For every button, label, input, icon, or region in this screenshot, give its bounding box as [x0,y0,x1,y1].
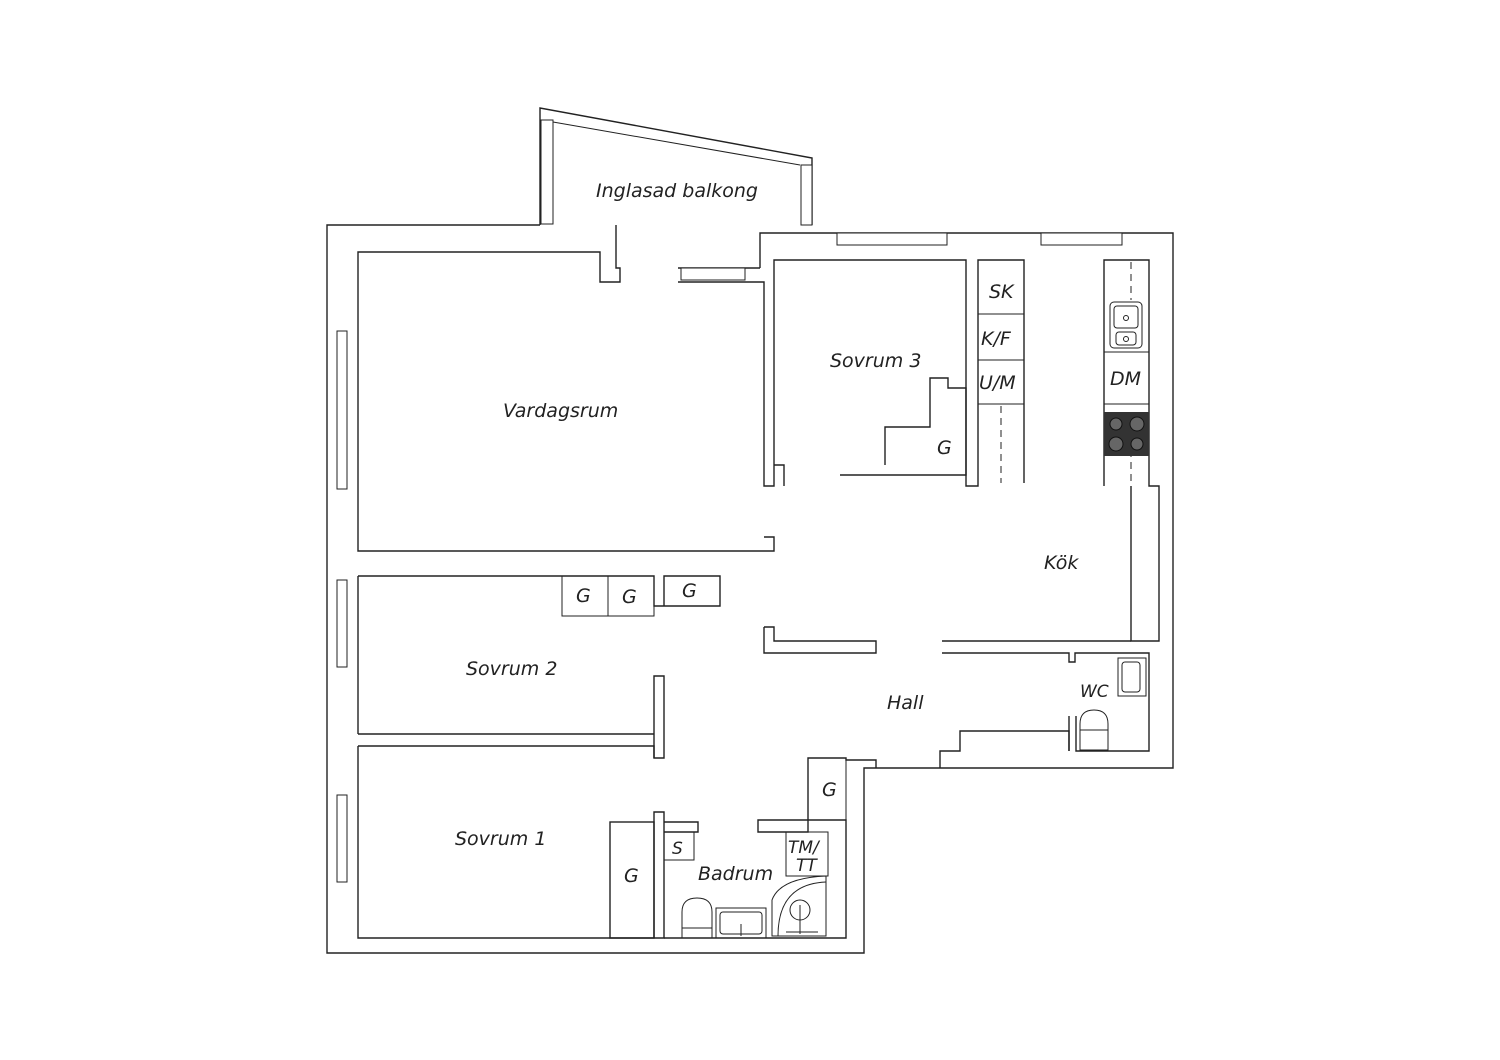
label-dishwasher: DM [1110,368,1141,390]
sanitary-fixtures [663,657,1147,939]
windows [336,119,1123,883]
label-shower-cabinet: S [672,839,683,859]
label-oven-micro: U/M [979,372,1016,394]
label-wc: WC [1080,682,1109,702]
label-fridge-freezer: K/F [981,328,1012,350]
room-labels: Inglasad balkong Vardagsrum Sovrum 3 Sov… [455,180,1109,885]
label-hall: Hall [887,692,924,714]
label-bedroom-1: Sovrum 1 [455,828,546,850]
label-bedroom-2: Sovrum 2 [466,658,557,680]
label-wardrobe-bedroom3: G [937,437,952,459]
label-sink-cabinet: SK [989,281,1015,303]
wardrobes [561,575,655,617]
label-wardrobe-bedroom2-a: G [576,585,591,607]
label-wardrobe-bedroom1: G [624,865,639,887]
label-kitchen: Kök [1044,552,1079,574]
label-bedroom-3: Sovrum 3 [830,350,921,372]
label-washer-line2: TT [796,856,818,876]
fixture-labels: G G G G G G SK K/F U/M DM S TM/ TT [576,281,1141,887]
label-wardrobe-hall: G [822,779,837,801]
label-balcony: Inglasad balkong [596,180,758,202]
label-wardrobe-bedroom2-c: G [682,580,697,602]
label-wardrobe-bedroom2-b: G [622,586,637,608]
label-living-room: Vardagsrum [503,400,618,422]
label-washer-line1: TM/ [788,838,821,858]
kitchen-fixtures [978,262,1149,486]
label-bathroom: Badrum [698,863,773,885]
